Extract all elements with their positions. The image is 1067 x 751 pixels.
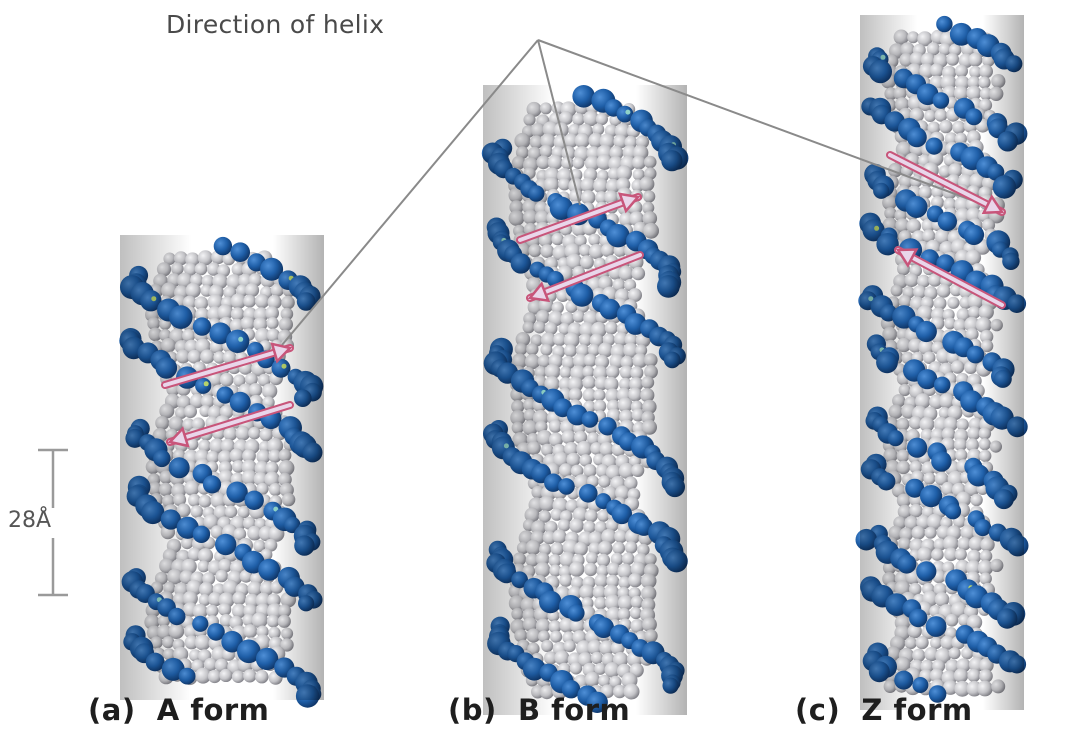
caption-z-name: Z form <box>861 693 972 727</box>
scale-label: 28Å <box>8 508 51 533</box>
helix-a-shading <box>120 235 324 700</box>
helix-a-form <box>119 235 324 708</box>
caption-a-form: (a) A form <box>88 693 269 727</box>
helix-b-shading <box>483 85 687 715</box>
caption-b-form: (b) B form <box>448 693 630 727</box>
direction-of-helix-label: Direction of helix <box>166 10 384 39</box>
caption-b-letter: (b) <box>448 693 497 727</box>
caption-a-name: A form <box>157 693 270 727</box>
caption-b-name: B form <box>518 693 630 727</box>
caption-a-letter: (a) <box>88 693 136 727</box>
caption-z-form: (c) Z form <box>795 693 973 727</box>
helix-b-form <box>482 85 689 715</box>
helix-z-form <box>856 15 1029 710</box>
helix-z-shading <box>860 15 1024 710</box>
caption-z-letter: (c) <box>795 693 840 727</box>
